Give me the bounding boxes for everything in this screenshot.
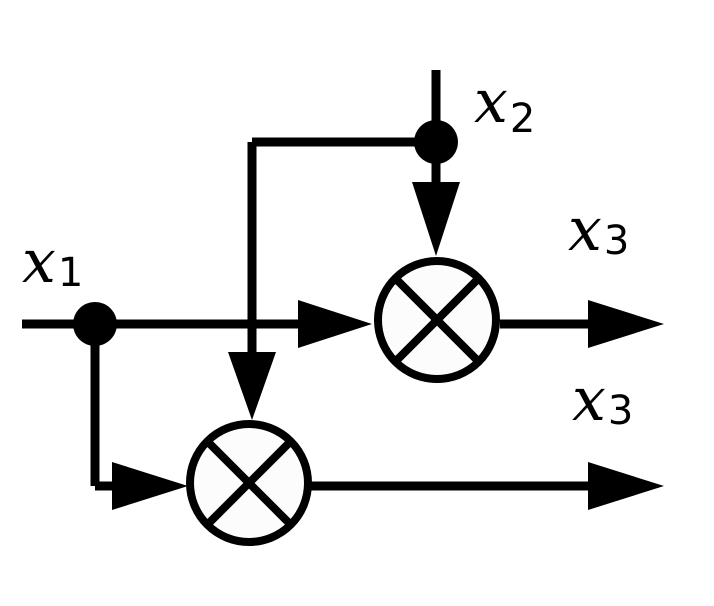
- bottom-multiplier: [186, 420, 312, 546]
- arrow-into-top-multiplier: [298, 300, 372, 348]
- arrow-top-output: [588, 300, 664, 348]
- arrow-x2-into-top-multiplier: [412, 182, 460, 256]
- label-x3-bottom-base: x: [572, 365, 606, 435]
- label-x2-base: x: [474, 67, 508, 137]
- top-multiplier: [374, 257, 500, 383]
- arrow-into-bottom-multiplier-top: [228, 352, 276, 420]
- x1-junction-node: [73, 302, 117, 346]
- top-multiplier-cross-b: [392, 275, 482, 365]
- x2-junction-node: [414, 120, 458, 164]
- label-x3-top-subscript: 3: [604, 218, 629, 264]
- label-x3-bottom: x3: [572, 365, 633, 435]
- arrow-into-bottom-multiplier-left: [112, 462, 188, 510]
- bottom-multiplier-cross-b: [204, 438, 294, 528]
- label-x2-subscript: 2: [510, 96, 535, 142]
- label-x1-subscript: 1: [58, 250, 83, 296]
- arrow-bottom-output: [588, 462, 664, 510]
- label-x2: x2: [474, 67, 535, 142]
- label-x3-bottom-subscript: 3: [608, 388, 633, 434]
- label-x3-top: x3: [568, 195, 629, 265]
- label-x1-base: x: [22, 227, 56, 297]
- label-x3-top-base: x: [568, 195, 602, 265]
- label-x1: x1: [22, 227, 83, 297]
